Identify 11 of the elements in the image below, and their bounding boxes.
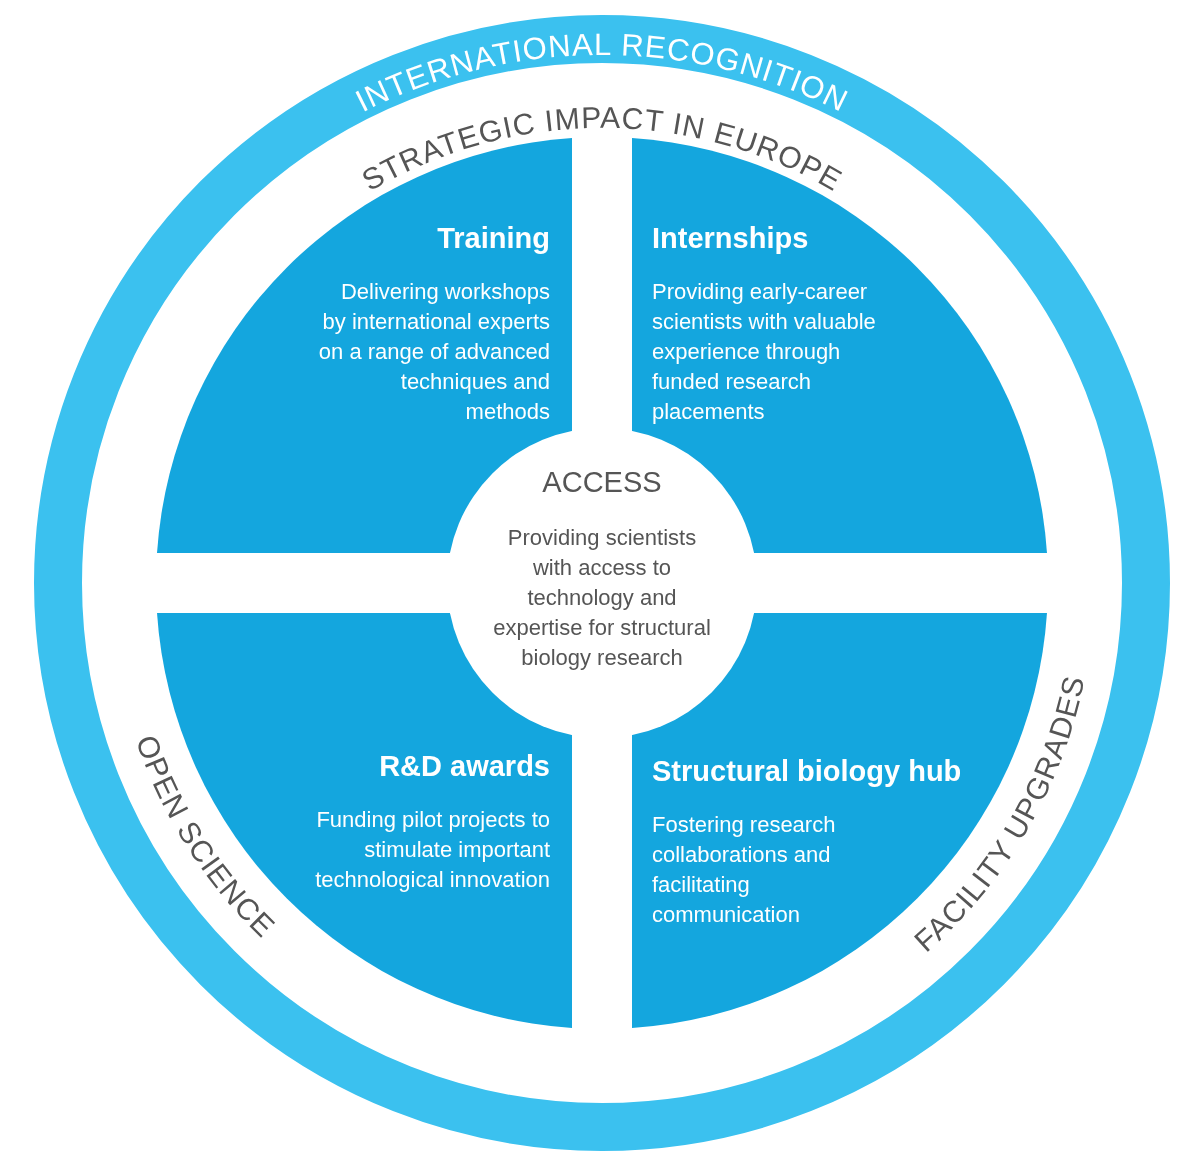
center-heading: ACCESS	[541, 466, 663, 499]
section-description: Funding pilot projects to stimulate important technological innovation	[314, 806, 550, 894]
section-heading: Internships	[652, 222, 809, 255]
section-description: Providing early-career scientists with valuable experience through funded research placements	[652, 278, 877, 426]
section-heading: Training	[437, 222, 550, 255]
section-description: Fostering research collaborations and facilitating communication	[652, 811, 837, 929]
center-description: Providing scientists with access to technology and expertise for structural biology research	[492, 524, 712, 672]
section-heading: R&D awards	[379, 750, 550, 783]
section-description: Delivering workshops by international experts on a range of advanced techniques and methods	[317, 278, 550, 426]
section-heading: Structural biology hub	[652, 755, 962, 788]
outer-ring	[34, 15, 1170, 1151]
